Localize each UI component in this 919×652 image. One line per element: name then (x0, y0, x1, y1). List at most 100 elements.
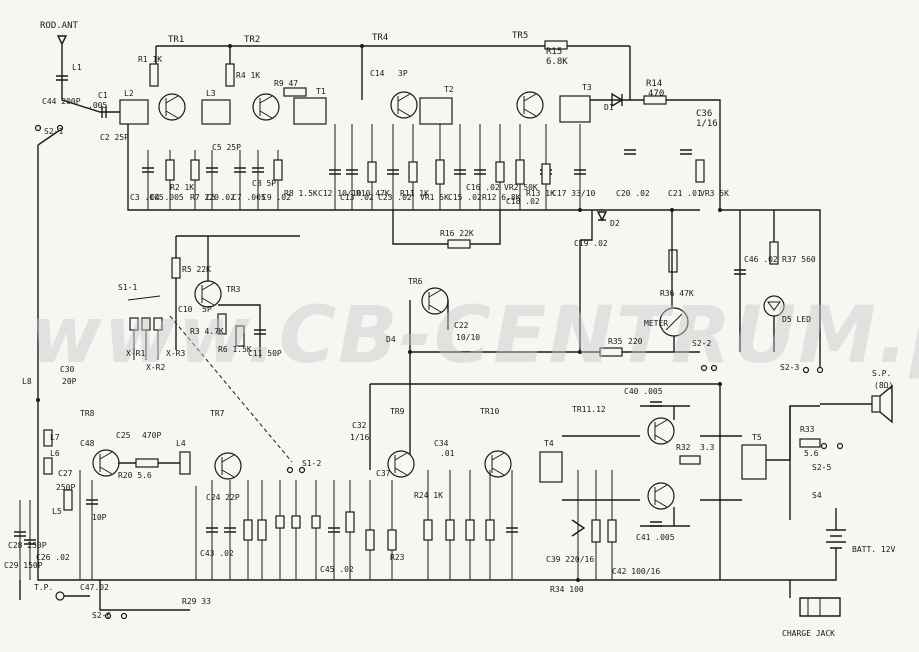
label-t4: T4 (544, 439, 554, 448)
label-tp: T.P. (34, 583, 53, 592)
tr3-transistor (194, 280, 222, 308)
label-c24: C24 22P (206, 493, 240, 502)
label-tr3: TR3 (226, 285, 241, 294)
label-c13: C13 .02 (340, 193, 374, 202)
label-c22-val: 10/10 (456, 333, 480, 342)
label-tr2: TR2 (244, 35, 260, 45)
tr7-transistor (214, 452, 242, 480)
label-c1-val: .005 (88, 101, 107, 110)
label-c12: C12 10/10 (318, 189, 362, 198)
label-c27: C27 (58, 469, 73, 478)
label-c3: C3 .005 (130, 193, 164, 202)
tr12-transistor (647, 482, 675, 510)
charge-jack-symbol (799, 597, 841, 617)
label-c47: C47.02 (80, 583, 109, 592)
label-r15: R15 (546, 47, 562, 57)
c44-capacitor (56, 75, 68, 81)
label-s2-6: S2-6 (92, 611, 111, 620)
label-r20: R20 5.6 (118, 471, 152, 480)
label-c2: C2 25P (100, 133, 129, 142)
label-c8: C8 5P (252, 179, 276, 188)
label-c36: C36 (696, 109, 712, 119)
battery-symbol (826, 529, 846, 549)
label-tr8: TR8 (80, 409, 95, 418)
d2-diode (596, 211, 608, 222)
label-r32-val: 3.3 (700, 443, 715, 452)
tr4-transistor (390, 91, 418, 119)
label-l2: L2 (124, 89, 134, 98)
label-c19: C19 .02 (574, 239, 608, 248)
label-c5: C5 25P (212, 143, 241, 152)
label-c22: C22 (454, 321, 469, 330)
label-r13: R13 1K (526, 189, 555, 198)
label-s1-2: S1-2 (302, 459, 321, 468)
label-c26: C26 .02 (36, 553, 70, 562)
label-r14-val: 470 (648, 89, 664, 99)
r16-resistor (447, 239, 471, 249)
label-tr4: TR4 (372, 33, 388, 43)
rod-antenna-symbol (56, 35, 68, 62)
label-r1: R1 1K (138, 55, 162, 64)
label-c17: C17 33/10 (552, 189, 596, 198)
label-s2-3: S2-3 (780, 363, 799, 372)
r33-resistor (799, 438, 821, 448)
label-r16: R16 22K (440, 229, 474, 238)
label-c30-val: 20P (62, 377, 77, 386)
label-r29: R29 33 (182, 597, 211, 606)
label-s1-1: S1-1 (118, 283, 137, 292)
label-c39: C39 220/16 (546, 555, 594, 564)
label-c42: C42 100/16 (612, 567, 660, 576)
label-c18: C18 .02 (506, 197, 540, 206)
label-c34-val: .01 (440, 449, 455, 458)
tr8-transistor (92, 449, 120, 477)
label-c37: C37 (376, 469, 391, 478)
label-c10-val: 5P (202, 305, 212, 314)
label-c34: C34 (434, 439, 449, 448)
t5-transformer (741, 444, 767, 480)
label-r4: R4 1K (236, 71, 260, 80)
label-rod-ant: ROD.ANT (40, 21, 79, 31)
label-tr1: TR1 (168, 35, 184, 45)
label-c28: C28 250P (8, 541, 47, 550)
label-x-r2: X-R2 (146, 363, 165, 372)
r1-resistor (149, 63, 159, 87)
label-c1: C1 (98, 91, 108, 100)
label-tr5: TR5 (512, 31, 528, 41)
label-r5: R5 22K (182, 265, 211, 274)
label-d1: D1 (604, 103, 614, 112)
label-tr6: TR6 (408, 277, 423, 286)
label-c4: C4 .005 (150, 193, 184, 202)
t4-transformer (539, 451, 563, 483)
label-r15-val: 6.8K (546, 57, 568, 67)
label-d5: D5 LED (782, 315, 811, 324)
t2-transformer (419, 97, 453, 125)
r5-resistor (171, 257, 181, 279)
label-s4: S4 (812, 491, 822, 500)
tp-terminal (55, 591, 65, 601)
label-c43: C43 .02 (200, 549, 234, 558)
watermark-text: www.CB-CENTRUM.pl (30, 291, 919, 381)
label-c45: C45 .02 (320, 565, 354, 574)
r9-resistor (283, 87, 307, 97)
speaker-symbol (871, 384, 893, 424)
label-c40: C40 .005 (624, 387, 663, 396)
label-r33-val: 5.6 (804, 449, 819, 458)
label-x-r3: X-R3 (166, 349, 185, 358)
label-r9: R9 47 (274, 79, 298, 88)
label-r34: R34 100 (550, 585, 584, 594)
label-c29: C29 150P (4, 561, 43, 570)
label-c30: C30 (60, 365, 75, 374)
label-r2: R2 1K (170, 183, 194, 192)
label-c25: C25 (116, 431, 131, 440)
l7-coil (43, 429, 53, 447)
junction-dots (36, 44, 722, 582)
r35-resistor (599, 347, 623, 357)
label-r3: R3 4.7K (190, 327, 224, 336)
tr1-transistor (158, 93, 186, 121)
c1-capacitor (101, 106, 107, 118)
label-r24: R24 1K (414, 491, 443, 500)
l4-coil (179, 451, 191, 475)
label-vr1: VR1 5K (420, 193, 449, 202)
label-l7: L7 (50, 433, 60, 442)
